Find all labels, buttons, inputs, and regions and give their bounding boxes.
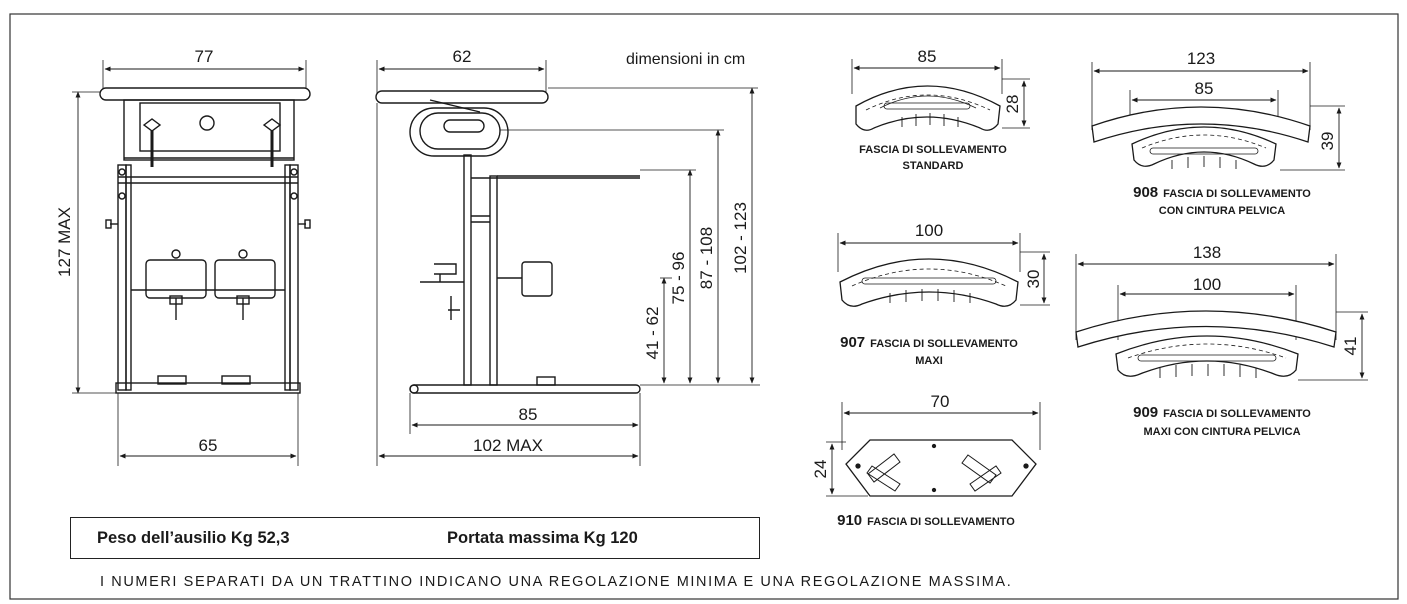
sling-909-drawing <box>1075 254 1368 381</box>
side-height-3: 87 - 108 <box>697 227 716 289</box>
sling-909-caption-2: MAXI CON CINTURA PELVICA <box>1143 426 1300 438</box>
side-view <box>375 60 760 466</box>
sling-907-drawing <box>837 233 1050 307</box>
sling-908-caption-1: 908 FASCIA DI SOLLEVAMENTO <box>1133 184 1311 201</box>
sling-908-height: 39 <box>1318 132 1337 151</box>
sling-908-width-inner: 85 <box>1195 79 1214 98</box>
weight-box: Peso dell’ausilio Kg 52,3 Portata massim… <box>70 517 760 559</box>
sling-910-width: 70 <box>931 392 950 411</box>
sling-907-width: 100 <box>915 221 943 240</box>
sling-907-caption-1: 907 FASCIA DI SOLLEVAMENTO <box>840 334 1018 351</box>
sling-standard-caption-1: FASCIA DI SOLLEVAMENTO <box>859 144 1007 156</box>
sling-910-caption-text: FASCIA DI SOLLEVAMENTO <box>867 516 1015 528</box>
capacity-label: Portata massima Kg 120 <box>447 529 638 547</box>
units-label: dimensioni in cm <box>626 51 746 68</box>
sling-910-height: 24 <box>811 460 830 479</box>
sling-910-code: 910 <box>837 512 862 529</box>
sling-standard-height: 28 <box>1003 95 1022 114</box>
sling-909-code: 909 <box>1133 404 1158 421</box>
side-height-1: 41 - 62 <box>643 307 662 360</box>
sling-907-caption-2: MAXI <box>915 355 943 367</box>
sling-908-width-outer: 123 <box>1187 49 1215 68</box>
page-border <box>9 13 1399 600</box>
sling-908-caption-2: CON CINTURA PELVICA <box>1159 205 1286 217</box>
side-height-2: 75 - 96 <box>669 252 688 305</box>
front-width-top: 77 <box>195 47 214 66</box>
sling-908-caption-text: FASCIA DI SOLLEVAMENTO <box>1163 188 1311 200</box>
sling-909-caption-1: 909 FASCIA DI SOLLEVAMENTO <box>1133 404 1311 421</box>
sling-908-drawing <box>1091 62 1345 171</box>
side-length: 102 MAX <box>473 436 543 455</box>
sling-910-caption-1: 910 FASCIA DI SOLLEVAMENTO <box>837 512 1015 529</box>
sling-909-caption-text: FASCIA DI SOLLEVAMENTO <box>1163 408 1311 420</box>
sling-910-drawing <box>826 402 1041 497</box>
sling-909-height: 41 <box>1341 337 1360 356</box>
sling-standard-width: 85 <box>918 47 937 66</box>
front-height: 127 MAX <box>55 207 74 277</box>
sling-907-caption-text: FASCIA DI SOLLEVAMENTO <box>870 338 1018 350</box>
side-height-4: 102 - 123 <box>731 202 750 274</box>
sling-standard-caption-2: STANDARD <box>903 160 964 172</box>
sling-909-width-outer: 138 <box>1193 243 1221 262</box>
sling-standard-drawing <box>851 59 1030 131</box>
sling-907-height: 30 <box>1024 270 1043 289</box>
sling-908-code: 908 <box>1133 184 1158 201</box>
front-width-base: 65 <box>199 436 218 455</box>
sling-907-code: 907 <box>840 334 865 351</box>
sling-909-width-inner: 100 <box>1193 275 1221 294</box>
side-base-width: 85 <box>519 405 538 424</box>
side-width-top: 62 <box>453 47 472 66</box>
front-view <box>72 60 311 466</box>
weight-label: Peso dell’ausilio Kg 52,3 <box>97 529 290 547</box>
footer-note: I NUMERI SEPARATI DA UN TRATTINO INDICAN… <box>100 574 1013 590</box>
